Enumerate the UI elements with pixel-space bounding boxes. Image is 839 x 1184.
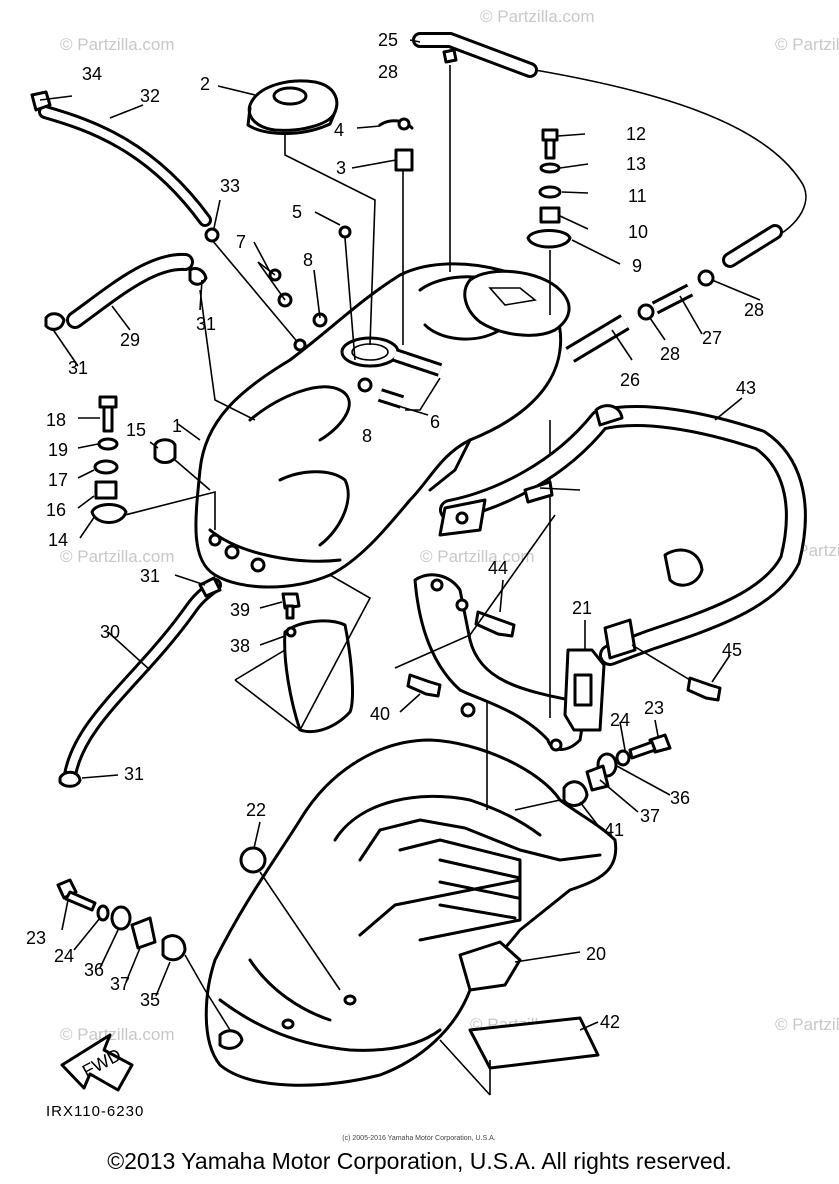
carrier-43 <box>438 404 807 666</box>
callout-15: 15 <box>126 420 146 440</box>
damper-22 <box>239 846 341 991</box>
callout-36: 36 <box>84 960 104 980</box>
tank-rear-mount <box>463 269 571 337</box>
forward-arrow-icon: FWD <box>60 1033 134 1092</box>
seat-bracket <box>413 573 587 752</box>
hose-29 <box>44 252 208 331</box>
callout-3: 3 <box>336 158 346 178</box>
bracket-21 <box>563 648 606 732</box>
callout-12: 12 <box>626 124 646 144</box>
callout-31d: 31 <box>124 764 144 784</box>
bolt-40 <box>406 673 442 698</box>
fuel-cock-clip <box>394 148 414 172</box>
watermark: © Partzilla.com <box>775 35 839 54</box>
callout-14: 14 <box>48 530 68 550</box>
breather-hose-25 <box>412 32 538 78</box>
callout-40: 40 <box>370 704 390 724</box>
callout-35: 35 <box>140 990 160 1010</box>
callout-29: 29 <box>120 330 140 350</box>
mount-bolt-stack-left <box>90 395 177 524</box>
callout-22: 22 <box>246 800 266 820</box>
callout-10: 10 <box>628 222 648 242</box>
callout-23: 23 <box>26 928 46 948</box>
callout-33: 33 <box>220 176 240 196</box>
callout-16: 16 <box>46 500 66 520</box>
bolt-45 <box>686 676 722 702</box>
callout-24: 24 <box>54 946 74 966</box>
callout-5: 5 <box>292 202 302 222</box>
callout-37: 37 <box>110 974 130 994</box>
callout-labels: 1 2 3 4 5 6 7 8 8 9 10 11 12 13 14 15 16… <box>26 30 764 1032</box>
drain-hose-30 <box>58 576 222 788</box>
watermark: © Partzilla.com <box>60 547 175 566</box>
callout-1: 1 <box>172 416 182 436</box>
callout-21: 21 <box>572 598 592 618</box>
callout-39: 39 <box>230 600 250 620</box>
callout-7: 7 <box>236 232 246 252</box>
callout-11: 11 <box>628 186 647 206</box>
callout-31: 31 <box>68 358 88 378</box>
callout-23b: 23 <box>644 698 664 718</box>
callout-19: 19 <box>48 440 68 460</box>
callout-9: 9 <box>632 256 642 276</box>
watermark: © Partzilla.com <box>775 1015 839 1034</box>
heat-protector-38 <box>281 592 354 734</box>
callout-36b: 36 <box>670 788 690 808</box>
fender-bolt-stack-right <box>562 733 672 807</box>
callout-32: 32 <box>140 86 160 106</box>
callout-8: 8 <box>303 250 313 270</box>
callout-20: 20 <box>586 944 606 964</box>
callout-27: 27 <box>702 328 722 348</box>
callout-28b: 28 <box>660 344 680 364</box>
callout-37b: 37 <box>640 806 660 826</box>
watermark: © Partzilla.com <box>420 547 535 566</box>
callout-18: 18 <box>46 410 66 430</box>
callout-30: 30 <box>100 622 120 642</box>
fuel-hose-27 <box>637 269 715 321</box>
callout-42: 42 <box>600 1012 620 1032</box>
callout-6: 6 <box>430 412 440 432</box>
callout-24b: 24 <box>610 710 630 730</box>
callout-2: 2 <box>200 74 210 94</box>
callout-45: 45 <box>722 640 742 660</box>
callout-28: 28 <box>378 62 398 82</box>
callout-25: 25 <box>378 30 398 50</box>
callout-34: 34 <box>82 64 102 84</box>
subcopyright: (c) 2005-2016 Yamaha Motor Corporation, … <box>342 1135 495 1142</box>
callout-44: 44 <box>488 558 508 578</box>
watermark: © Partzilla.com <box>60 35 175 54</box>
callout-8b: 8 <box>362 426 372 446</box>
fuel-cock-pipes <box>357 348 443 409</box>
fender-bolt-stack-left <box>56 878 187 962</box>
callout-17: 17 <box>48 470 68 490</box>
mud-flap-42 <box>468 1016 600 1070</box>
watermark: © Partzilla.com <box>60 1025 175 1044</box>
callout-31c: 31 <box>140 566 160 586</box>
callout-4: 4 <box>334 120 344 140</box>
rear-fender <box>204 738 618 1087</box>
breather-line <box>534 69 807 268</box>
leader-lines <box>39 39 761 1031</box>
diagram-code: IRX110-6230 <box>46 1103 144 1120</box>
mount-bolt-stack-right <box>526 128 572 249</box>
hose-band <box>378 117 414 131</box>
breather-hose-32 <box>30 90 220 243</box>
callout-13: 13 <box>626 154 646 174</box>
callout-31b: 31 <box>196 314 216 334</box>
bolt-44 <box>474 610 516 638</box>
fuel-tank <box>194 262 563 589</box>
fuel-cap <box>246 79 339 135</box>
callout-43: 43 <box>736 378 756 398</box>
copyright-notice: ©2013 Yamaha Motor Corporation, U.S.A. A… <box>107 1148 732 1174</box>
hose-26 <box>565 314 630 363</box>
watermark: © Partzilla.com <box>480 7 595 26</box>
callout-38: 38 <box>230 636 250 656</box>
callout-41: 41 <box>604 820 624 840</box>
callout-26: 26 <box>620 370 640 390</box>
callout-28c: 28 <box>744 300 764 320</box>
